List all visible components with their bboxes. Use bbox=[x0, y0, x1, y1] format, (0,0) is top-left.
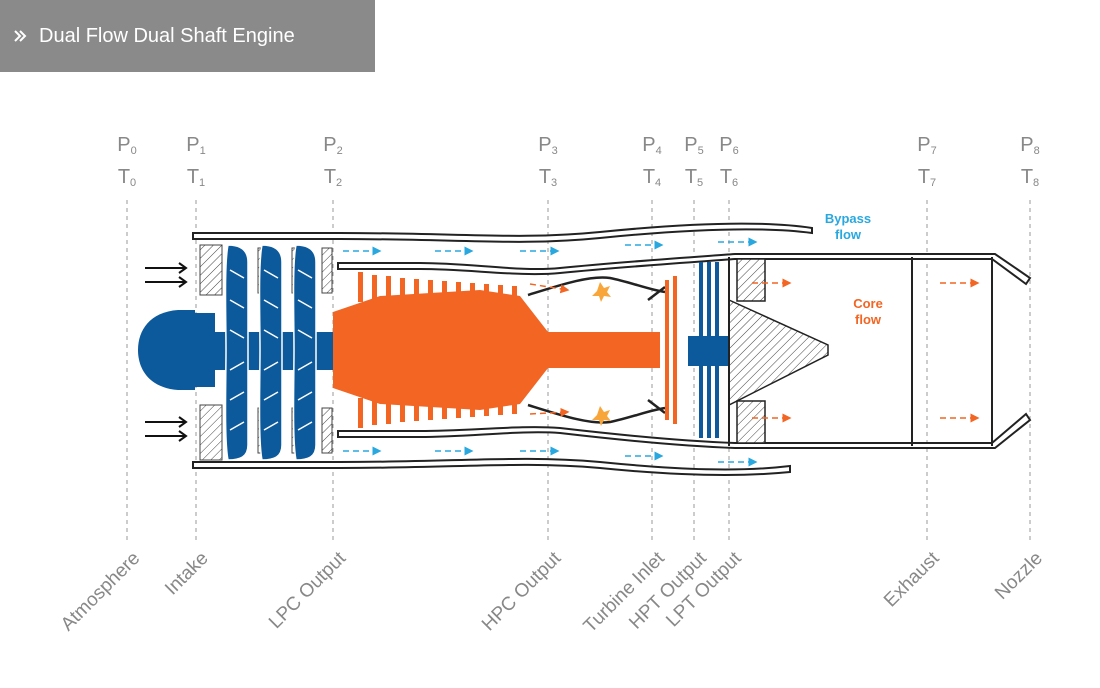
header-bar: Dual Flow Dual Shaft Engine bbox=[0, 0, 375, 72]
station-6: P6 T6 bbox=[719, 134, 739, 189]
outer-nacelle bbox=[192, 222, 813, 477]
bypass-flow-arrows bbox=[343, 237, 758, 467]
station-5: P5 T5 bbox=[684, 134, 704, 189]
station-2: P2 T2 bbox=[323, 134, 343, 189]
hp-turbine bbox=[665, 276, 677, 424]
mixer-frame bbox=[728, 257, 993, 446]
core-casing bbox=[337, 253, 1032, 449]
page-title: Dual Flow Dual Shaft Engine bbox=[39, 24, 295, 47]
exhaust-cone bbox=[728, 258, 829, 444]
flame-icons bbox=[592, 282, 611, 426]
intake-arrows bbox=[145, 262, 188, 442]
core-flow-label: Core flow bbox=[853, 296, 883, 327]
core-flow-arrows bbox=[529, 278, 980, 423]
station-3: P3 T3 bbox=[538, 134, 558, 189]
station-4: P4 T4 bbox=[642, 134, 662, 189]
station-0: P0 T0 bbox=[117, 134, 137, 189]
high-pressure-spool bbox=[333, 290, 660, 410]
bypass-flow-label: Bypass flow bbox=[824, 211, 872, 242]
station-1: P1 T1 bbox=[186, 134, 206, 189]
station-7: P7 T7 bbox=[917, 134, 937, 189]
double-chevron-right-icon bbox=[14, 30, 27, 42]
station-8: P8 T8 bbox=[1020, 134, 1040, 189]
fan-blades bbox=[224, 244, 317, 461]
lp-turbine bbox=[699, 262, 719, 438]
hp-compressor-stages bbox=[358, 272, 517, 428]
